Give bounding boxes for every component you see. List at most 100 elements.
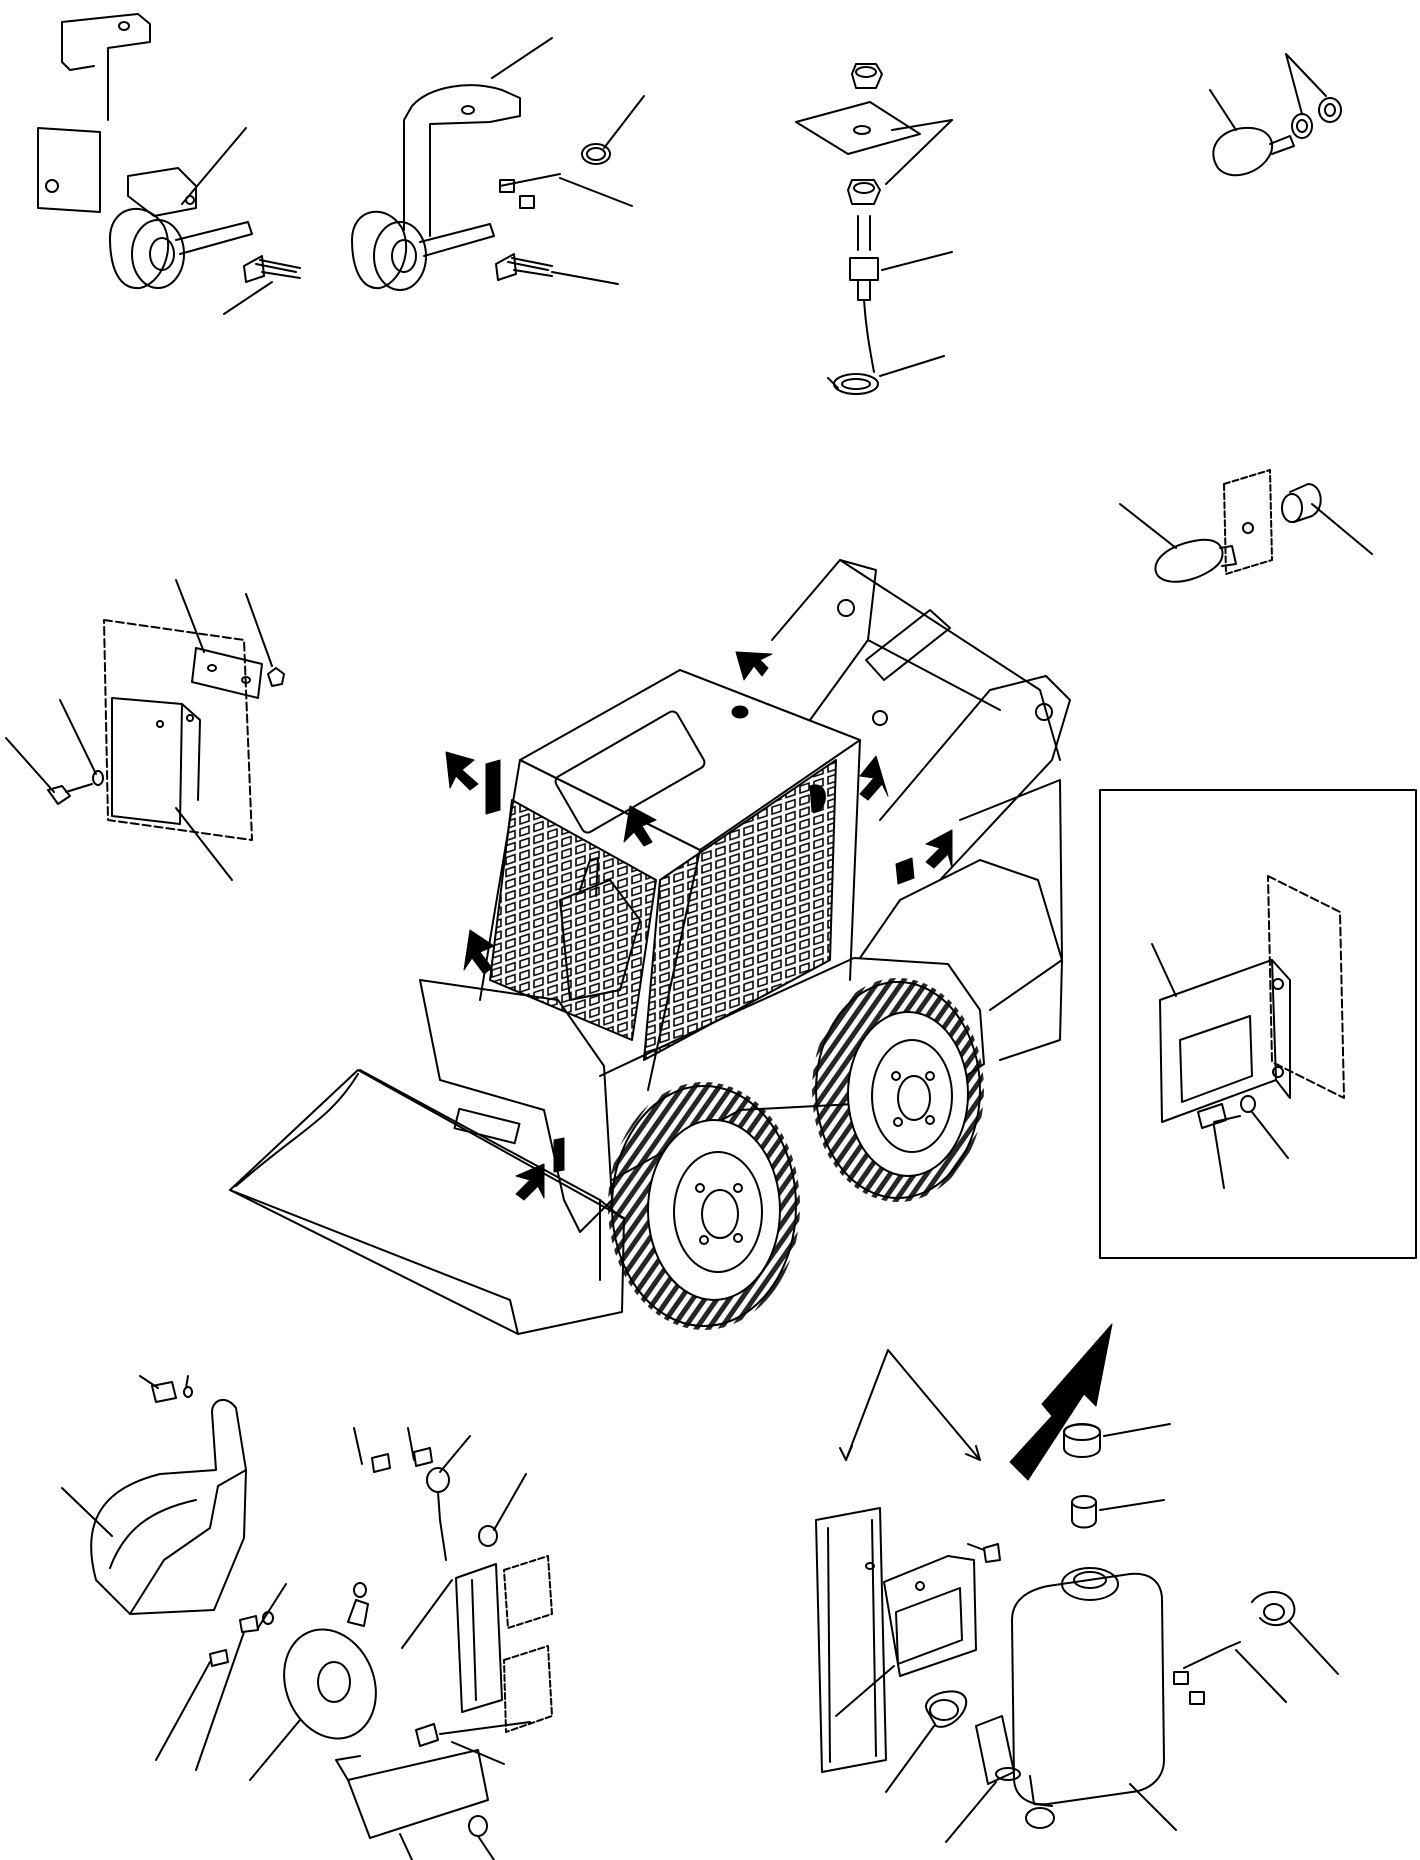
cone-plug (1212, 126, 1274, 177)
leader-line (835, 1665, 895, 1717)
leader-line (1235, 1649, 1287, 1703)
leader-line (59, 699, 97, 775)
leader-line (891, 119, 953, 131)
leader-line (887, 1349, 981, 1461)
leader-line (401, 1579, 453, 1649)
operator-seat (559, 879, 641, 1001)
pivot-pin (837, 599, 855, 617)
panel-fragment (815, 1507, 887, 1773)
leader-line (603, 95, 645, 149)
bolt (415, 1723, 439, 1747)
arrow-large (1009, 1323, 1113, 1481)
bracket (1159, 959, 1277, 1123)
leader-line (451, 1741, 505, 1765)
arrow (463, 929, 495, 975)
clamp-ring (581, 143, 611, 165)
leader-line (1209, 89, 1237, 131)
washer-tank (1011, 1572, 1165, 1806)
leader-line (945, 1781, 997, 1843)
horn-bell (131, 219, 185, 289)
cab-side-mesh (643, 759, 837, 1061)
leader-line (139, 1375, 159, 1389)
arrow (515, 1163, 545, 1201)
leader-line (1213, 1125, 1225, 1189)
bushing (468, 1815, 488, 1837)
bolt (967, 1543, 1001, 1563)
leader-line (881, 251, 953, 271)
arrow (735, 651, 773, 681)
leader-line (439, 1435, 471, 1473)
cover-plate (111, 697, 183, 825)
loader-arm-right (879, 675, 1071, 881)
pivot-pin (1035, 703, 1053, 721)
threaded-fitting (857, 215, 871, 251)
location-arrows (445, 651, 953, 1201)
mount-plate (347, 1749, 489, 1839)
cab-front-mesh (489, 799, 657, 1041)
belt-cover-and-horn-assembly (61, 1375, 553, 1860)
rear-wheel (812, 978, 984, 1202)
hose-clamp (1251, 1591, 1296, 1627)
marker (485, 759, 501, 815)
cone-plug-with-sleeve (1119, 469, 1373, 583)
horn-disc (283, 1628, 377, 1740)
leader-line (181, 127, 247, 205)
panel-fragment (503, 1555, 553, 1629)
marker (553, 1137, 565, 1173)
leader-line (839, 1349, 889, 1461)
leader-line (885, 1725, 935, 1793)
bolt (47, 783, 93, 805)
panel-fragment (1267, 875, 1345, 1099)
leader-line (439, 1721, 531, 1735)
bolt (1197, 1103, 1241, 1129)
tank-cap (1061, 1567, 1119, 1601)
arrow (859, 755, 889, 801)
leader-line (1151, 943, 1177, 997)
leader-line (399, 1833, 413, 1860)
horn-terminal (347, 1599, 369, 1627)
leader-line (245, 593, 273, 667)
leader-line (551, 271, 619, 285)
marker (809, 784, 826, 813)
leader-line (5, 737, 55, 793)
cover-outline (129, 1469, 247, 1615)
grommet (925, 1690, 968, 1728)
roof-window (554, 710, 706, 834)
front-wheel (608, 1082, 800, 1330)
leader-line (1119, 503, 1177, 549)
leader-line (477, 1835, 495, 1860)
inset-bracket-detail (1099, 789, 1417, 1259)
leader-line (491, 37, 553, 79)
bracket-arm (411, 84, 521, 237)
horn-body (351, 210, 408, 290)
arrow (445, 751, 479, 791)
leader-line (353, 1427, 363, 1465)
nut (267, 667, 285, 687)
lift-cylinder (865, 609, 951, 681)
cable-terminal (1183, 1641, 1241, 1669)
leader-line (407, 1427, 415, 1461)
leader-line (1129, 1783, 1177, 1831)
leader-line (185, 1375, 189, 1389)
nut (1318, 97, 1342, 123)
clamp-ring (833, 373, 879, 395)
nut (1291, 113, 1313, 139)
pump (1025, 1807, 1055, 1829)
bolt (413, 1447, 433, 1467)
horn-bracket-assembly-right (351, 37, 645, 291)
leader-line (1311, 503, 1373, 555)
mounting-plate (37, 127, 101, 213)
plate-mount-assembly (5, 579, 285, 881)
leader-line (1099, 1499, 1165, 1511)
arrow (623, 805, 657, 847)
bracket-clip (127, 167, 197, 217)
marker (731, 705, 749, 719)
leader-line (559, 177, 633, 207)
panel-fragment (503, 1645, 553, 1733)
nozzle-tube (975, 1715, 1015, 1785)
engine-cover (959, 779, 1063, 1011)
chassis (419, 979, 613, 1233)
leader-line (879, 355, 945, 377)
bushing (426, 1467, 450, 1493)
panel-fragment (1223, 469, 1273, 575)
